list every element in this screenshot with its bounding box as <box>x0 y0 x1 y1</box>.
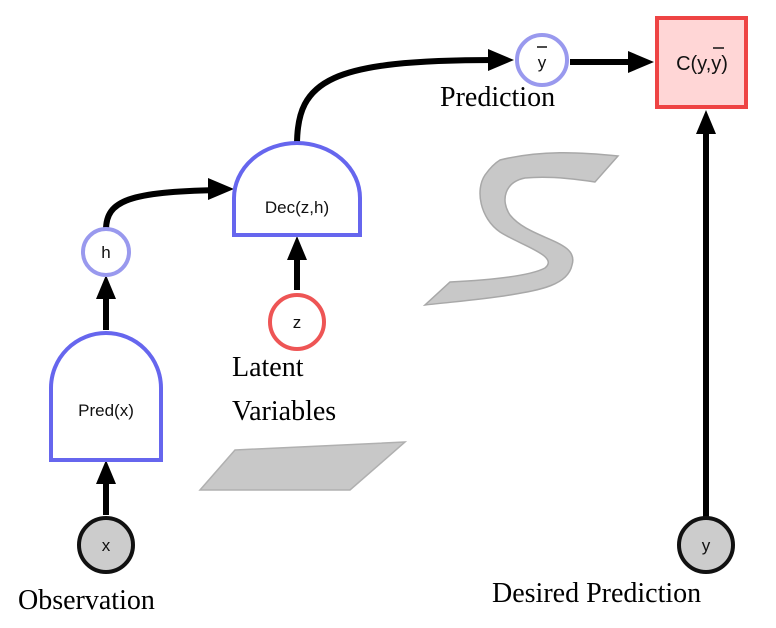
arrow-dec-to-prediction <box>294 57 496 146</box>
latent-caption-line1: Latent <box>232 352 304 383</box>
cost-block <box>655 16 748 109</box>
prediction-node <box>515 33 569 87</box>
observation-caption: Observation <box>18 585 155 616</box>
prediction-caption: Prediction <box>440 82 555 113</box>
arrow-h-to-dec <box>103 187 219 231</box>
h-node <box>81 227 131 277</box>
latent-caption-line2: Variables <box>232 396 336 427</box>
arrowhead-icon <box>96 275 116 299</box>
x-node <box>77 516 135 574</box>
y-node-label: y <box>702 536 711 555</box>
flat-manifold-shape <box>198 441 408 491</box>
x-node-label: x <box>102 536 111 555</box>
arrowhead-icon <box>287 236 307 260</box>
dec-block <box>232 141 362 237</box>
curved-manifold-shape <box>422 151 620 307</box>
z-node-label: z <box>293 313 302 332</box>
h-node-label: h <box>101 243 110 262</box>
arrowhead-icon <box>96 460 116 484</box>
y-node <box>677 516 735 574</box>
prediction-node-label: y <box>538 53 547 72</box>
z-node <box>268 293 326 351</box>
dec-block-label: Dec(z,h) <box>265 198 329 217</box>
desired-prediction-caption: Desired Prediction <box>492 578 701 609</box>
arrowhead-icon <box>488 49 514 71</box>
cost-block-label: C(y,y) <box>676 53 728 75</box>
arrowhead-icon <box>628 51 654 73</box>
arrowhead-icon <box>696 110 716 134</box>
pred-block-label: Pred(x) <box>78 401 134 420</box>
arrowhead-icon <box>208 178 234 200</box>
pred-block <box>49 331 163 462</box>
